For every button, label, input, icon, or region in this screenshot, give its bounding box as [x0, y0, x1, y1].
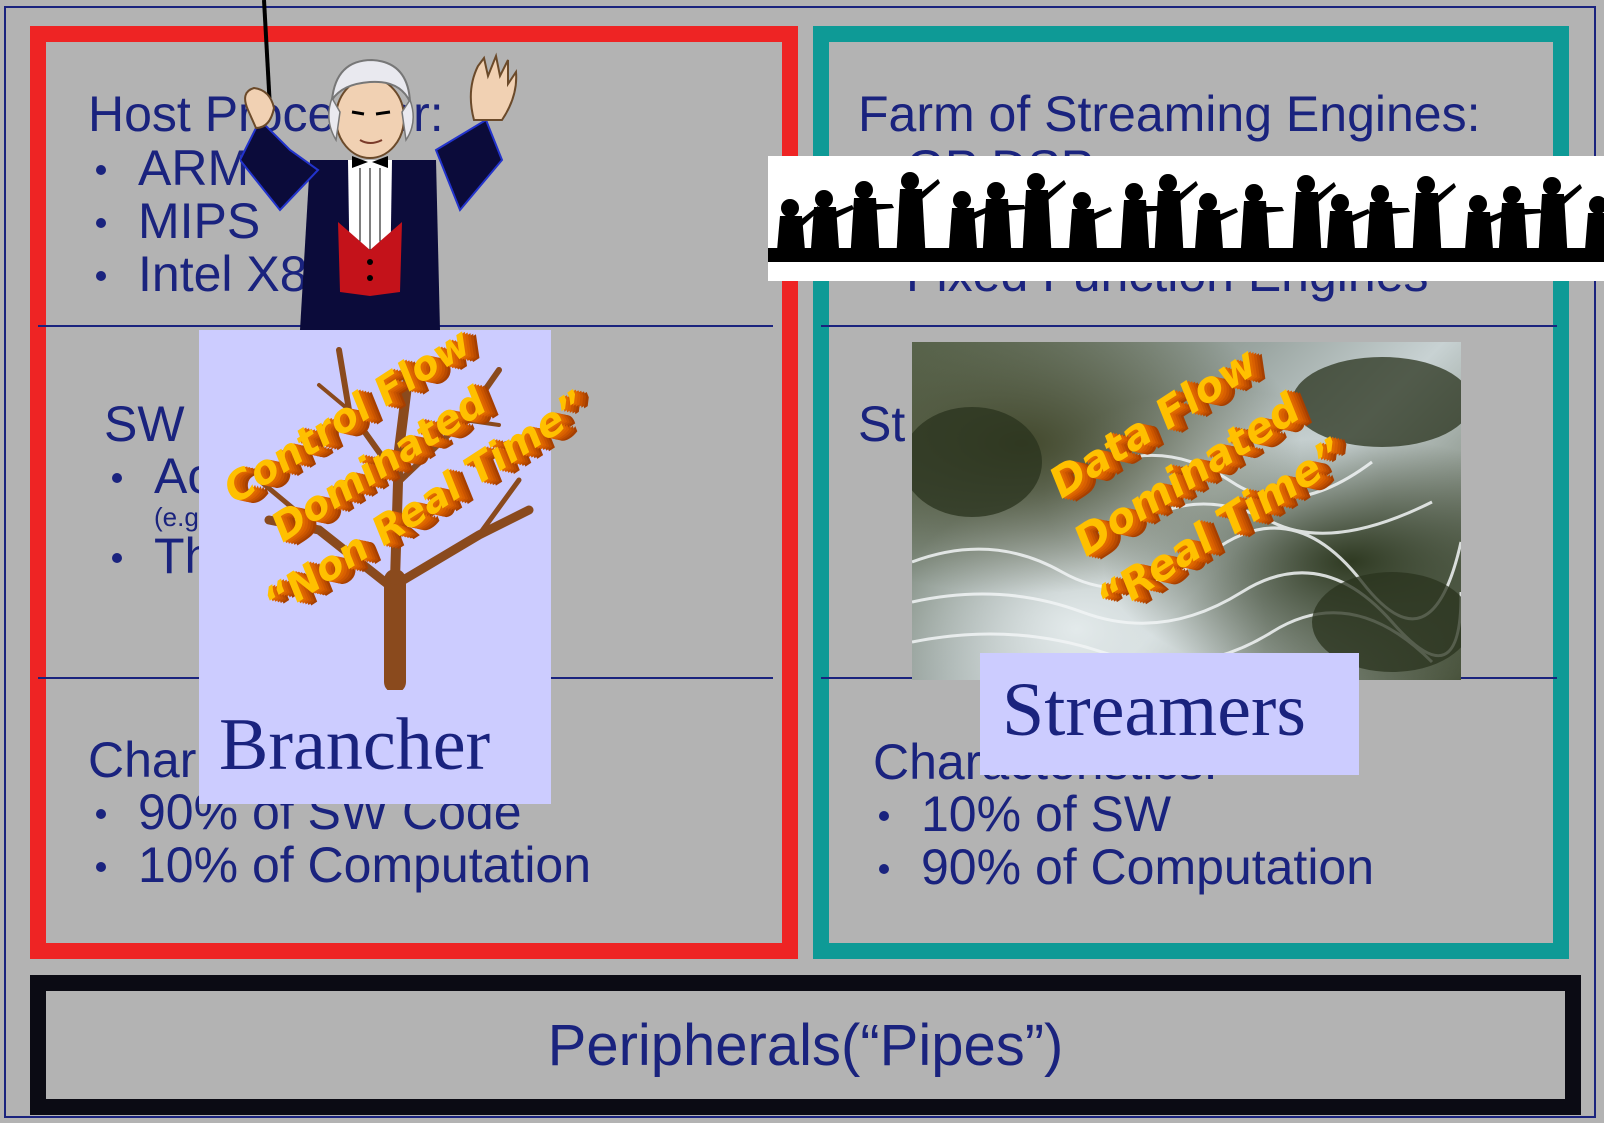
musician-shape — [1125, 183, 1143, 201]
tree-icon — [256, 347, 534, 690]
musician-shape — [987, 182, 1005, 200]
musician-shape — [810, 207, 840, 262]
musician-shape — [855, 181, 873, 199]
musician-shape — [1176, 181, 1198, 203]
musician-shape — [1044, 180, 1066, 202]
sw-list-2: Th — [106, 530, 212, 583]
brancher-label: Brancher — [219, 704, 491, 786]
streamers-label: Streamers — [1002, 668, 1306, 752]
list-item: 10% of SW — [873, 788, 1374, 841]
list-item: Th — [106, 530, 212, 583]
farm-heading: Farm of Streaming Engines: — [858, 86, 1481, 142]
conductor-icon — [238, 0, 518, 330]
musician-shape — [1004, 205, 1026, 211]
musician-shape — [1348, 209, 1370, 223]
river-rapids-photo: Data Flow Dominated “Real Time” — [902, 337, 1472, 680]
musician-shape — [1245, 184, 1263, 202]
musician-shape — [1262, 207, 1284, 213]
musician-shape — [1194, 210, 1224, 262]
musician-shape — [1297, 175, 1315, 193]
river-water-icon — [902, 357, 1472, 672]
musician-shape — [1022, 190, 1052, 262]
st-heading: St — [858, 396, 906, 452]
musician-shape — [1503, 186, 1521, 204]
musician-shape — [1292, 192, 1322, 262]
musician-shape — [1434, 183, 1456, 205]
characteristics-list: 10% of SW 90% of Computation — [873, 788, 1374, 894]
divider — [821, 325, 1557, 327]
host-processor-panel — [30, 26, 798, 959]
list-item: 90% of Computation — [873, 841, 1374, 894]
orchestra-silhouette-image — [768, 156, 1604, 281]
musician-shape — [1240, 201, 1270, 262]
peripherals-box: Peripherals(“Pipes”) — [30, 975, 1581, 1115]
musician-shape — [1371, 185, 1389, 203]
musician-shape — [1589, 196, 1604, 214]
musician-shape — [1331, 194, 1349, 212]
musician-shape — [776, 216, 806, 262]
musician-shape — [1412, 193, 1442, 262]
orchestra-silhouette-icon — [768, 172, 1604, 262]
list-item: 10% of Computation — [90, 839, 591, 892]
musician-shape — [1120, 200, 1150, 262]
musician-shape — [918, 179, 940, 201]
musician-shape — [1538, 194, 1568, 262]
brancher-card: Control Flow Dominated “Non Real Time” B… — [199, 320, 595, 804]
musician-shape — [1068, 209, 1098, 262]
musician-shape — [1388, 208, 1410, 214]
list-item: MIPS — [90, 195, 335, 248]
musician-shape — [1464, 212, 1494, 262]
musician-shape — [1520, 209, 1542, 215]
host-processor-list: ARM MIPS Intel X86 — [90, 142, 335, 301]
musician-shape — [1326, 211, 1356, 262]
musician-shape — [1366, 202, 1396, 262]
characteristics-heading: Char — [88, 732, 197, 788]
musician-shape — [1498, 203, 1528, 262]
musician-shape — [953, 191, 971, 209]
musician-shape — [1584, 213, 1604, 262]
peripherals-label: Peripherals(“Pipes”) — [547, 1012, 1064, 1078]
musician-shape — [872, 204, 894, 210]
musician-shape — [982, 199, 1012, 262]
musician-shape — [896, 189, 926, 262]
streamers-card: Streamers — [980, 653, 1359, 775]
sw-note: (e.g. — [154, 502, 207, 532]
musician-shape — [832, 205, 854, 219]
musician-shape — [1027, 173, 1045, 191]
musician-shape — [901, 172, 919, 190]
musician-shape — [1314, 182, 1336, 204]
musician-shape — [948, 208, 978, 262]
slide-frame — [4, 6, 1596, 1118]
musician-shape — [1159, 174, 1177, 192]
sw-heading: SW — [104, 396, 185, 452]
musician-shape — [815, 190, 833, 208]
conductor-clipart-image — [238, 0, 540, 330]
musician-shape — [1469, 195, 1487, 213]
musician-shape — [781, 199, 799, 217]
musician-shape — [1216, 208, 1238, 222]
musician-shape — [1560, 184, 1582, 206]
musician-shape — [1090, 207, 1112, 221]
musician-shape — [1417, 176, 1435, 194]
musician-shape — [1543, 177, 1561, 195]
list-item: ARM — [90, 142, 335, 195]
musician-shape — [1154, 191, 1184, 262]
musician-shape — [1073, 192, 1091, 210]
musician-shape — [850, 198, 880, 262]
musician-shape — [1199, 193, 1217, 211]
